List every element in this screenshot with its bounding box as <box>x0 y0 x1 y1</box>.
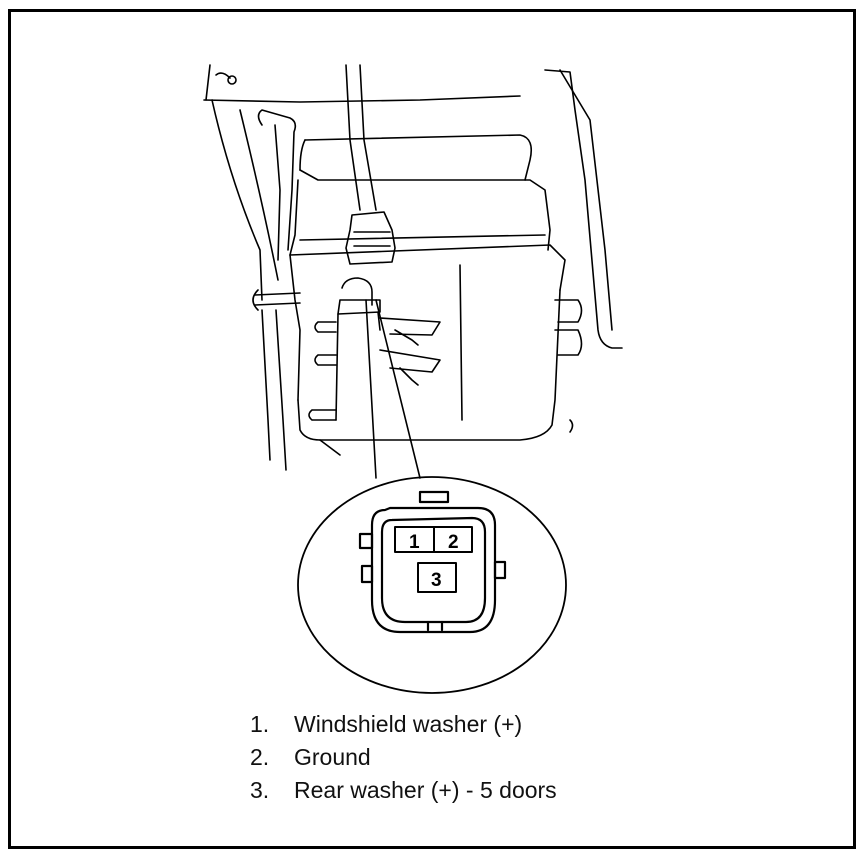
washer-reservoir <box>289 134 583 456</box>
legend-number: 3. <box>250 777 270 803</box>
pin-legend: 1. Windshield washer (+) 2. Ground 3. Re… <box>250 708 770 807</box>
connector-face <box>358 490 507 634</box>
legend-number: 2. <box>250 744 270 770</box>
diagram-frame <box>8 9 856 849</box>
pin-3-label: 3 <box>431 570 442 591</box>
washer-hose <box>252 64 377 471</box>
detail-callout-ellipse <box>297 476 567 694</box>
pin-2-label: 2 <box>448 532 459 553</box>
legend-item-1: 1. Windshield washer (+) <box>250 708 770 741</box>
legend-item-3: 3. Rear washer (+) - 5 doors <box>250 774 770 807</box>
legend-item-2: 2. Ground <box>250 741 770 774</box>
legend-text: Windshield washer (+) <box>294 711 523 737</box>
legend-text: Rear washer (+) - 5 doors <box>294 777 557 803</box>
vehicle-body-lines <box>203 64 623 349</box>
detail-leader-lines <box>365 299 421 479</box>
legend-text: Ground <box>294 744 371 770</box>
legend-number: 1. <box>250 711 270 737</box>
washer-motor <box>308 211 441 421</box>
pin-1-label: 1 <box>409 532 420 553</box>
